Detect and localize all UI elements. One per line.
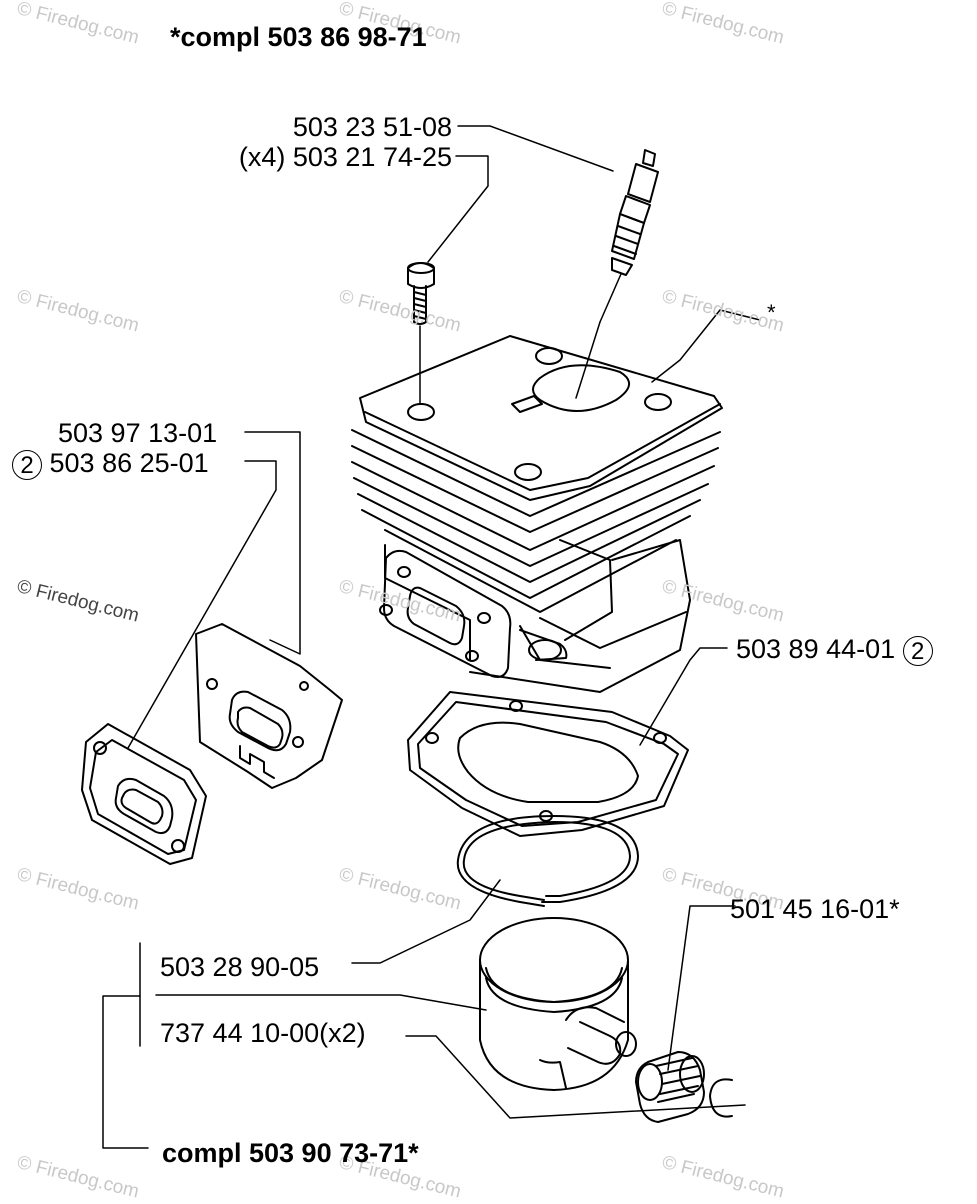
part-label-piston-ring: 503 28 90-05 <box>160 952 320 982</box>
exhaust-gasket-number: 503 86 25-01 <box>49 448 209 478</box>
circlip-icon <box>709 1078 733 1118</box>
screw-quantity: (x4) <box>238 142 286 172</box>
screw-number: 503 21 74-25 <box>292 142 452 172</box>
base-gasket-quantity-badge: 2 <box>902 635 933 666</box>
piston-ring-icon <box>456 815 639 907</box>
base-gasket-number: 503 89 44-01 <box>736 634 896 664</box>
assembly-title: *compl 503 86 98-71 <box>170 22 427 52</box>
gasket-quantity-badge: 2 <box>12 449 42 480</box>
exhaust-gasket-icon <box>81 723 207 865</box>
part-label-spark-plug: 503 23 51-08 <box>292 112 452 142</box>
part-label-base-gasket: 503 89 44-01 2 <box>736 634 933 666</box>
leader-lines <box>102 125 761 1149</box>
spark-plug-icon <box>575 149 659 399</box>
muffler-gasket-plate-icon <box>195 623 343 789</box>
piston-icon <box>479 917 637 1091</box>
part-label-circlip: 737 44 10-00(x2) <box>160 1018 366 1048</box>
screw-icon <box>407 262 435 405</box>
part-label-exhaust-gasket: 2 503 86 25-01 <box>12 448 209 480</box>
needle-bearing-icon <box>635 1051 705 1123</box>
part-label-muffler-gasket: 503 97 13-01 <box>58 418 218 448</box>
cylinder-icon <box>351 335 723 693</box>
part-label-screw: (x4) 503 21 74-25 <box>190 142 452 172</box>
part-label-needle-bearing: 501 45 16-01* <box>730 894 900 924</box>
cylinder-mark: * <box>767 300 776 325</box>
assembly-footer: compl 503 90 73-71* <box>162 1138 419 1168</box>
base-gasket-icon <box>407 691 689 837</box>
